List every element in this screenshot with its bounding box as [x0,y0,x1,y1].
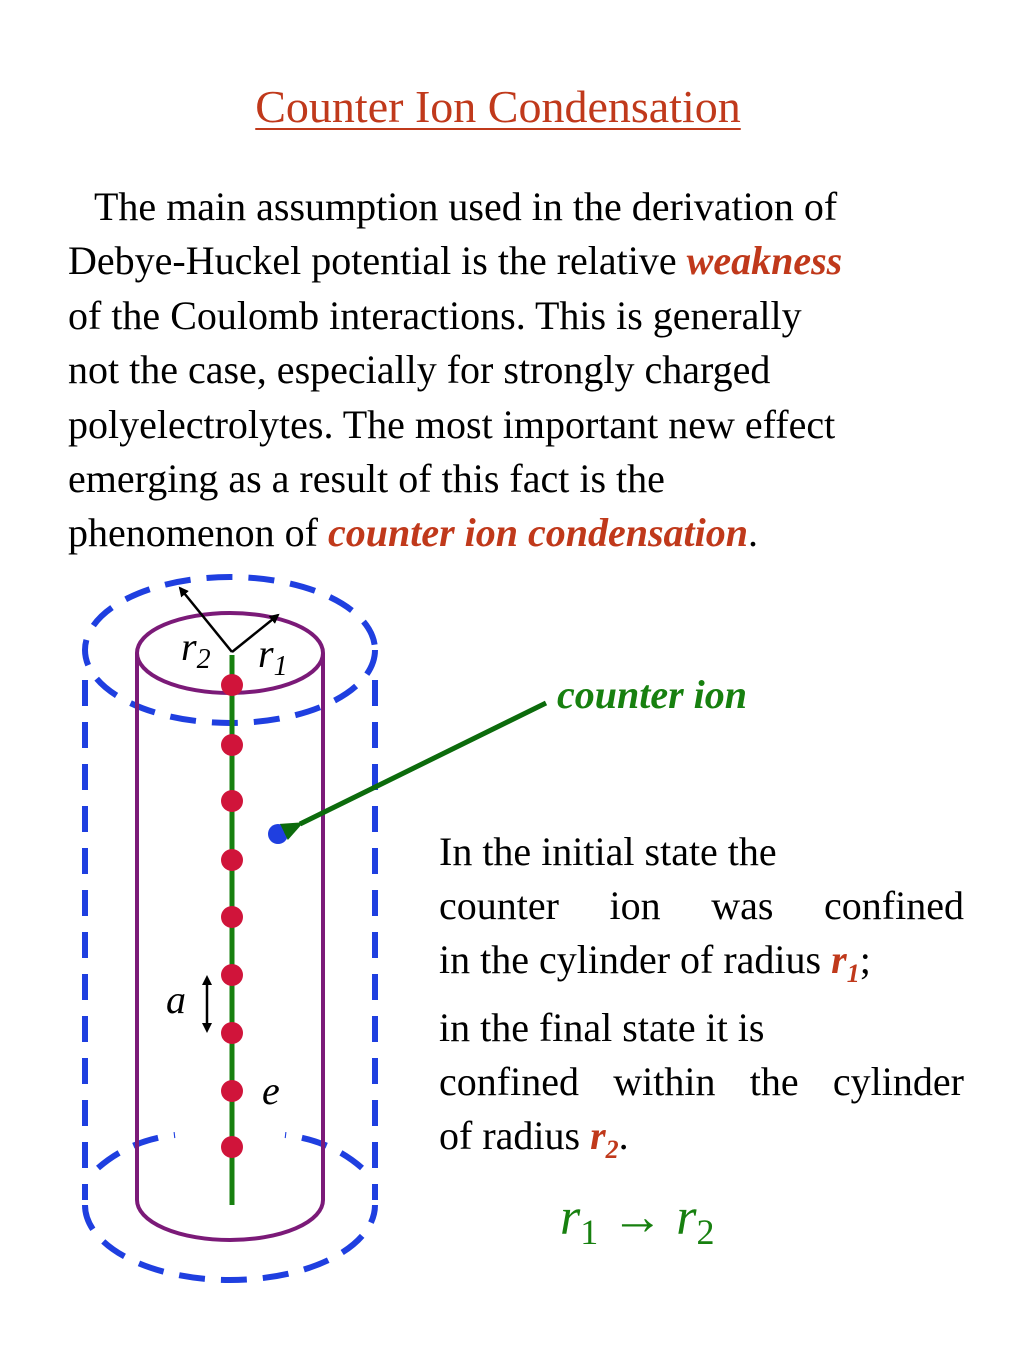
paragraph-period: . [748,510,759,556]
paragraph-line: emerging as a result of this fact is the [68,456,665,502]
explanation-text-part: in the cylinder of radius [439,937,822,982]
explanation-line: of radius r2. [439,1109,964,1177]
formula-arrow: → [611,1189,664,1246]
emphasis-weakness: weakness [686,238,843,284]
word: cylinder [832,1059,964,1104]
charge-dot [221,964,243,986]
word: within [613,1059,716,1104]
charge-dot [221,1022,243,1044]
paragraph-text: phenomenon of [68,510,318,556]
word: counter [439,883,559,928]
word: ion [609,883,661,928]
charge-dot [221,674,243,696]
punctuation: . [618,1113,629,1158]
explanation-line: counter ion was confined [439,879,964,933]
explanation-line: in the cylinder of radius r1; [439,933,964,1001]
r1-label: r1 [258,631,288,682]
paragraph-line: of the Coulomb interactions. This is gen… [68,292,802,338]
explanation-line: In the initial state the [439,829,777,874]
paragraph-line: not the case, especially for strongly ch… [68,347,771,393]
emphasis-condensation: counter ion condensation [327,510,749,556]
word: confined [439,1059,579,1104]
explanation-line: in the final state it is [439,1005,765,1050]
charge-dot [221,1136,243,1158]
intro-paragraph: The main assumption used in the derivati… [68,180,953,561]
charge-label-e: e [262,1068,280,1113]
paragraph-line: polyelectrolytes. The most important new… [68,401,836,447]
charge-dot [221,1080,243,1102]
spacing-label-a: a [166,977,186,1022]
chain-charges [221,674,243,1158]
counter-ion-dot [268,824,288,844]
paragraph-line: The main assumption used in the derivati… [94,184,838,229]
r2-arrow [178,586,233,653]
formula-sub-to: 2 [696,1212,715,1252]
transition-formula: r1 → r2 [560,1188,715,1253]
formula-sub-from: 1 [580,1212,599,1252]
radius-r1: r1 [831,937,860,988]
paragraph-line: Debye-Huckel potential is the relative w… [68,234,953,288]
formula-r: r [676,1189,697,1246]
explanation-text: In the initial state the counter ion was… [439,825,964,1177]
charge-dot [221,849,243,871]
word: the [749,1059,799,1104]
page-title: Counter Ion Condensation [255,81,741,132]
paragraph-line: phenomenon of counter ion condensation. [68,506,953,560]
explanation-text-part: of radius [439,1113,581,1158]
charge-dot [221,734,243,756]
radius-r2: r2 [590,1113,619,1164]
inner-cylinder [135,611,325,1242]
charge-dot [221,790,243,812]
word: confined [824,883,964,928]
paragraph-text: Debye-Huckel potential is the relative [68,238,677,284]
counter-ion-label: counter ion [557,672,748,717]
r1-arrow [231,613,280,653]
punctuation: ; [859,937,871,982]
r2-label: r2 [181,624,211,675]
charge-dot [221,906,243,928]
word: was [711,883,774,928]
counter-ion-pointer [279,700,548,841]
cylinder-diagram: r2 r1 a e [82,574,548,1283]
explanation-line: confined within the cylinder [439,1055,964,1109]
formula-r: r [560,1189,581,1246]
